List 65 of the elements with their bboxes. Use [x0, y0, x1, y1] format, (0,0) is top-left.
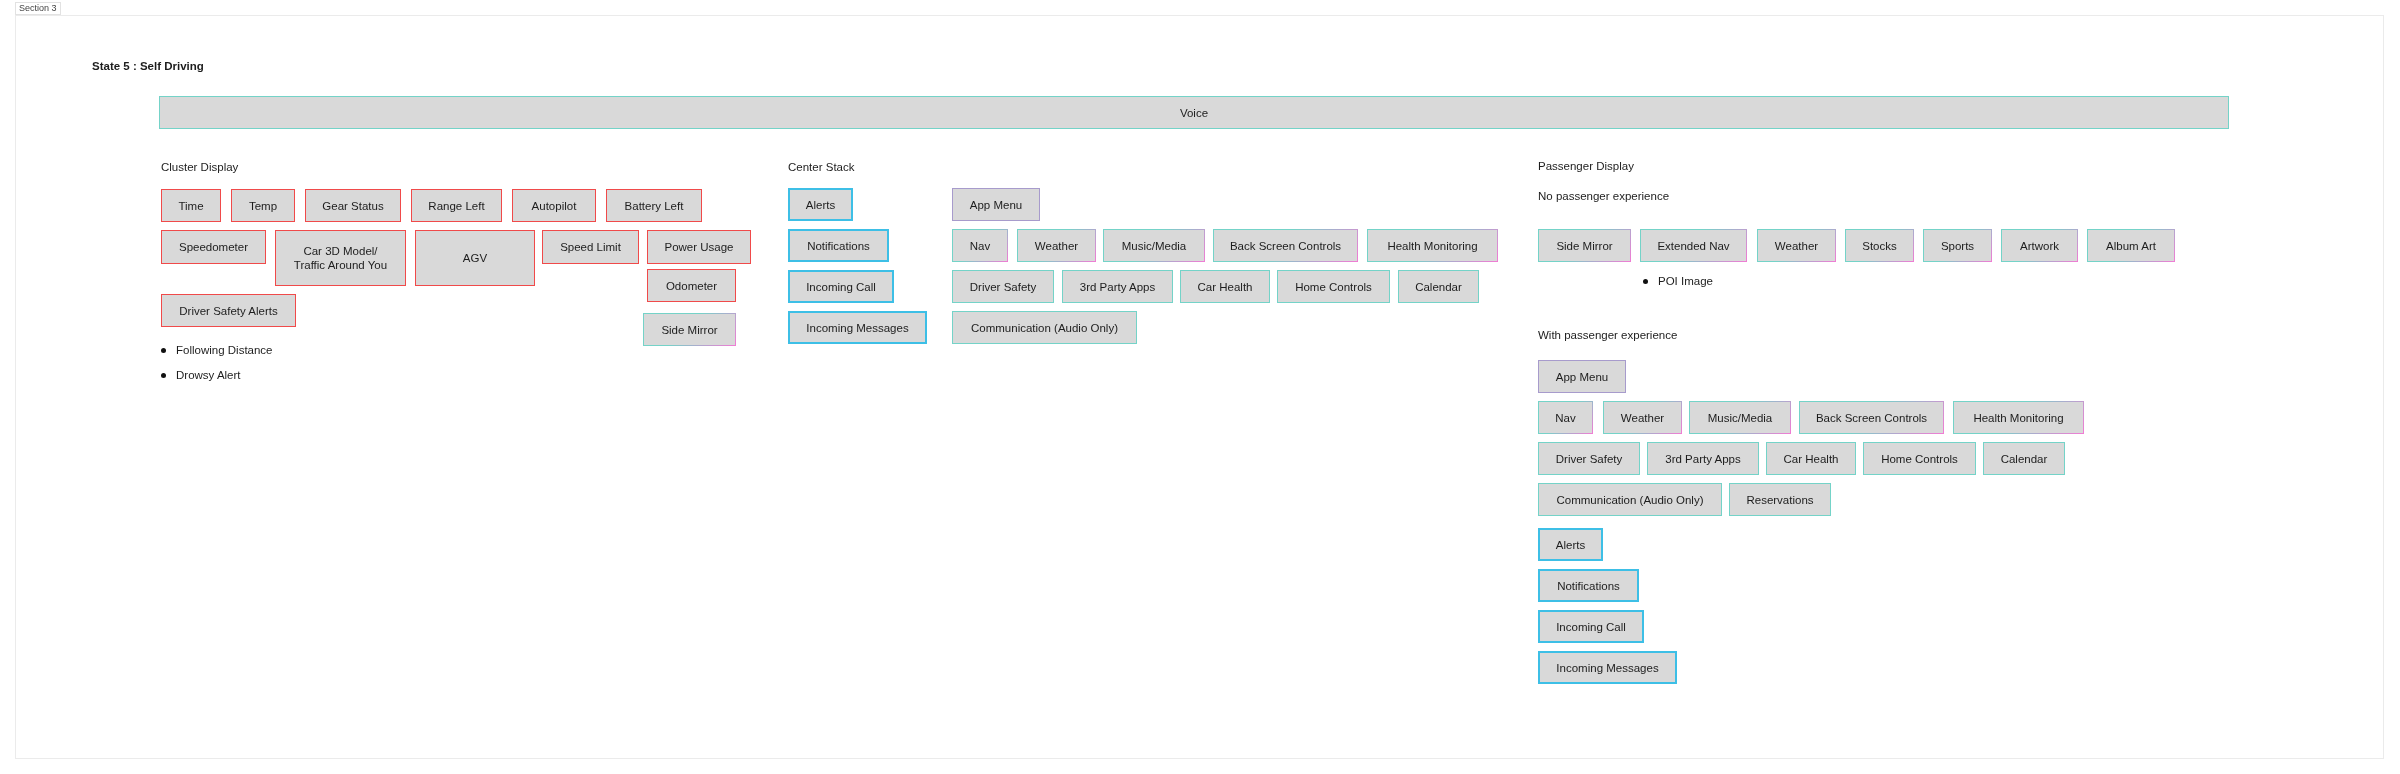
feature-box: Back Screen Controls	[1799, 401, 1944, 434]
cluster-feature-box: Car 3D Model/ Traffic Around You	[275, 230, 406, 286]
subsection-heading: No passenger experience	[1538, 189, 1670, 203]
alert-box: Incoming Call	[1538, 610, 1644, 643]
app-box: Calendar	[1983, 442, 2065, 475]
display-heading: Cluster Display	[161, 160, 239, 174]
display-heading: Passenger Display	[1538, 159, 1634, 173]
feature-box: Album Art	[2087, 229, 2175, 262]
app-box: Car Health	[1180, 270, 1270, 303]
alert-box: Incoming Messages	[1538, 651, 1677, 684]
app-box: Communication (Audio Only)	[1538, 483, 1722, 516]
cluster-feature-box: Temp	[231, 189, 295, 222]
app-box: Communication (Audio Only)	[952, 311, 1137, 344]
cluster-feature-box: Autopilot	[512, 189, 596, 222]
app-box: Calendar	[1398, 270, 1479, 303]
display-heading: Center Stack	[788, 160, 855, 174]
cluster-feature-box: Range Left	[411, 189, 502, 222]
subsection-heading: With passenger experience	[1538, 328, 1678, 342]
cluster-feature-box: Time	[161, 189, 221, 222]
app-box: 3rd Party Apps	[1647, 442, 1759, 475]
app-box: Home Controls	[1863, 442, 1976, 475]
app-box: Driver Safety	[952, 270, 1054, 303]
cluster-feature-box: Odometer	[647, 269, 736, 302]
cluster-feature-box: Gear Status	[305, 189, 401, 222]
feature-box: Artwork	[2001, 229, 2078, 262]
feature-box: Stocks	[1845, 229, 1914, 262]
feature-box: Side Mirror	[1538, 229, 1631, 262]
feature-box: Nav	[952, 229, 1008, 262]
feature-box: Nav	[1538, 401, 1593, 434]
feature-box: Music/Media	[1689, 401, 1791, 434]
cluster-feature-box: Speed Limit	[542, 230, 639, 264]
feature-box: Back Screen Controls	[1213, 229, 1358, 262]
feature-box: Side Mirror	[643, 313, 736, 346]
feature-box: Sports	[1923, 229, 1992, 262]
feature-box: Weather	[1757, 229, 1836, 262]
cluster-feature-box: Battery Left	[606, 189, 702, 222]
bullet-text: Following Distance	[176, 343, 273, 357]
menu-box: App Menu	[952, 188, 1040, 221]
page-title: State 5 : Self Driving	[92, 59, 204, 73]
cluster-feature-box: Power Usage	[647, 230, 751, 264]
cluster-feature-box: Driver Safety Alerts	[161, 294, 296, 327]
voice-bar: Voice	[159, 96, 2229, 129]
alert-box: Incoming Call	[788, 270, 894, 303]
app-box: Driver Safety	[1538, 442, 1640, 475]
alert-box: Alerts	[788, 188, 853, 221]
feature-box: Weather	[1603, 401, 1682, 434]
feature-box: Health Monitoring	[1367, 229, 1498, 262]
alert-box: Notifications	[788, 229, 889, 262]
feature-box: Weather	[1017, 229, 1096, 262]
app-box: Car Health	[1766, 442, 1856, 475]
menu-box: App Menu	[1538, 360, 1626, 393]
app-box: Home Controls	[1277, 270, 1390, 303]
feature-box: Extended Nav	[1640, 229, 1747, 262]
feature-box: Health Monitoring	[1953, 401, 2084, 434]
app-box: 3rd Party Apps	[1062, 270, 1173, 303]
cluster-feature-box: AGV	[415, 230, 535, 286]
bullet-text: POI Image	[1658, 274, 1713, 288]
bullet-text: Drowsy Alert	[176, 368, 241, 382]
alert-box: Incoming Messages	[788, 311, 927, 344]
cluster-feature-box: Speedometer	[161, 230, 266, 264]
alert-box: Notifications	[1538, 569, 1639, 602]
feature-box: Music/Media	[1103, 229, 1205, 262]
section-tag: Section 3	[15, 2, 61, 15]
app-box: Reservations	[1729, 483, 1831, 516]
alert-box: Alerts	[1538, 528, 1603, 561]
